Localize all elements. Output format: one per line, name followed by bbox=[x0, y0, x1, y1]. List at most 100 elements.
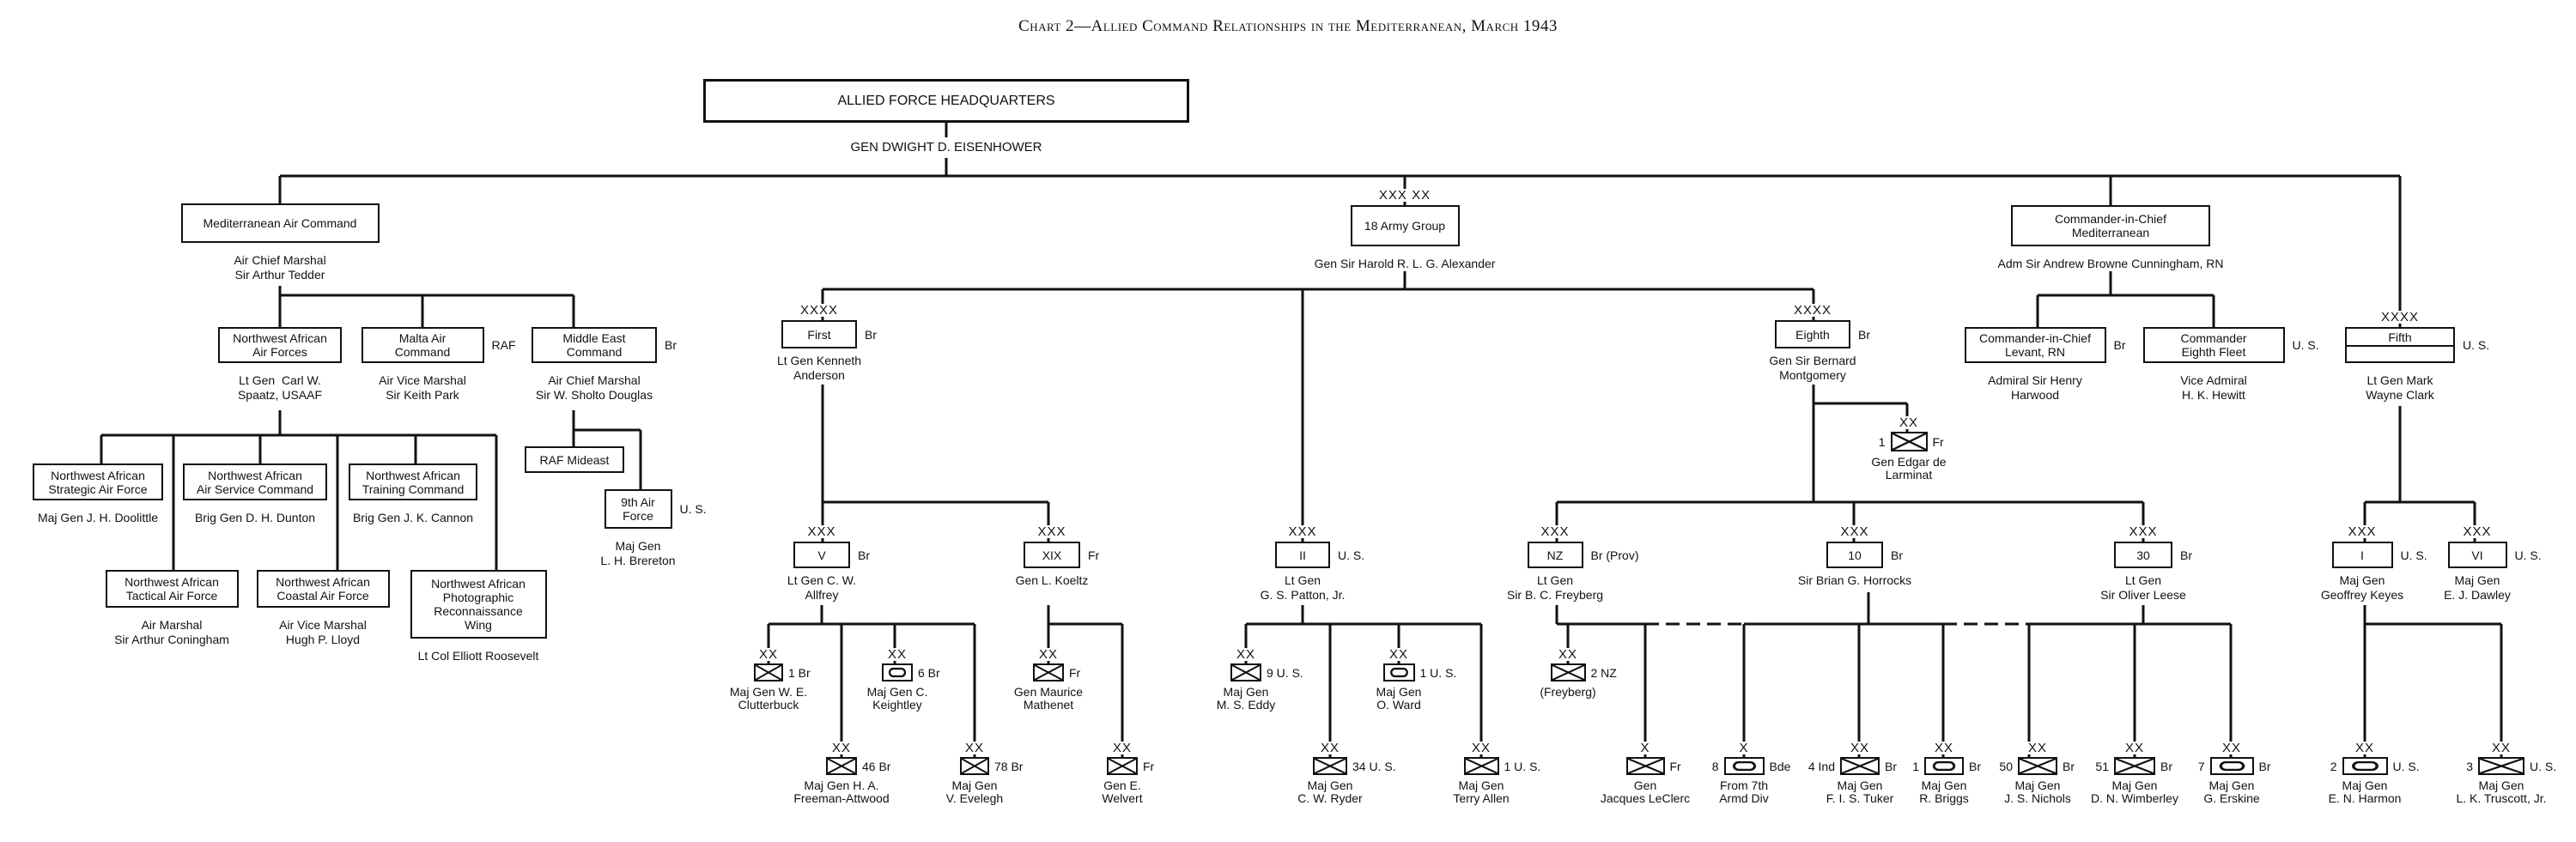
unit-designation: 78 Br bbox=[994, 759, 1024, 773]
infantry-cross-icon bbox=[1035, 665, 1062, 680]
command-name: 18 Army Group bbox=[1364, 219, 1446, 233]
infantry-unit-symbol-d46 bbox=[826, 757, 857, 775]
commander-line: Gen E. bbox=[1103, 778, 1141, 792]
infantry-unit-symbol-d1inf bbox=[1463, 757, 1499, 775]
commander-line: Armd Div bbox=[1719, 791, 1769, 805]
command-name: Commander bbox=[2180, 331, 2247, 345]
command-name: II bbox=[1299, 548, 1306, 562]
command-box-c10: 10 bbox=[1826, 542, 1883, 568]
infantry-cross-icon bbox=[2480, 759, 2523, 773]
command-name: Mediterranean bbox=[2071, 226, 2150, 239]
echelon-symbol: X bbox=[1611, 742, 1680, 754]
command-name: Middle East bbox=[562, 331, 626, 345]
commander-line: Maj Gen bbox=[1921, 778, 1967, 792]
infantry-cross-icon bbox=[2116, 759, 2154, 773]
command-name: XIX bbox=[1042, 548, 1062, 562]
armored-oval-icon bbox=[1389, 667, 1408, 678]
infantry-cross-icon bbox=[1315, 759, 1346, 773]
unit-number: 4 Ind bbox=[1807, 759, 1835, 773]
infantry-cross-icon bbox=[1232, 665, 1260, 680]
nationality-tag: Br bbox=[665, 338, 677, 352]
armored-oval-icon bbox=[1732, 760, 1756, 772]
commander-line: Wayne Clark bbox=[2366, 388, 2434, 402]
echelon-symbol: XX bbox=[1296, 742, 1364, 754]
commander-name: Lt Col Elliott Roosevelt bbox=[341, 649, 616, 663]
commander-line: Spaatz, USAAF bbox=[237, 388, 323, 402]
commander-line: L. K. Truscott, Jr. bbox=[2456, 791, 2547, 805]
command-name: Northwest African bbox=[366, 468, 460, 482]
nationality-tag: U. S. bbox=[2514, 548, 2542, 562]
infantry-unit-symbol-d9us bbox=[1230, 663, 1261, 681]
commander-line: (Freyberg) bbox=[1540, 685, 1596, 699]
unit-designation: Br bbox=[1885, 759, 1897, 773]
commander-line: Hugh P. Lloyd bbox=[285, 633, 361, 646]
commander-line: Maj Gen bbox=[2014, 778, 2061, 792]
command-name: 9th Air bbox=[621, 495, 655, 509]
echelon-symbol: XXX bbox=[2109, 525, 2178, 538]
unit-designation: Fr bbox=[1932, 434, 1944, 449]
commander-line: Brig Gen J. K. Cannon bbox=[352, 511, 474, 524]
unit-designation: 2 NZ bbox=[1590, 665, 1617, 680]
command-box-cvi: VI bbox=[2447, 542, 2507, 568]
commander-line: Sir B. C. Freyberg bbox=[1506, 588, 1604, 602]
command-name: Training Command bbox=[361, 482, 465, 496]
commander-line: Maj Gen J. H. Doolittle bbox=[37, 511, 159, 524]
commander-line: Vice Admiral bbox=[2180, 373, 2247, 387]
unit-designation: Bde bbox=[1769, 759, 1791, 773]
command-name: Coastal Air Force bbox=[276, 589, 369, 603]
echelon-symbol: XX bbox=[1874, 416, 1943, 429]
command-name: Malta Air bbox=[398, 331, 447, 345]
commander-line: Terry Allen bbox=[1453, 791, 1510, 805]
commander-name: Adm Sir Andrew Browne Cunningham, RN bbox=[1973, 257, 2248, 271]
command-name: Northwest African bbox=[51, 468, 145, 482]
commander-line: Harwood bbox=[2010, 388, 2060, 402]
commander-line: Air Marshal bbox=[141, 618, 203, 632]
nationality-tag: Fr bbox=[1088, 548, 1100, 562]
echelon-symbol: XX bbox=[807, 742, 876, 754]
command-box-c30: 30 bbox=[2114, 542, 2172, 568]
infantry-unit-symbol-dmath bbox=[1033, 663, 1064, 681]
commander-line: V. Evelegh bbox=[945, 791, 1004, 805]
commander-name: Lt Gen C. W.Allfrey bbox=[684, 573, 959, 603]
infantry-unit-symbol-d1br bbox=[754, 663, 783, 681]
command-box-fifth: Fifth bbox=[2345, 327, 2455, 363]
nationality-tag: Br bbox=[1891, 548, 1903, 562]
commander-line: Maj Gen bbox=[2339, 573, 2385, 587]
unit-number: 50 bbox=[1999, 759, 2013, 773]
command-name: Commander-in-Chief bbox=[1979, 331, 2091, 345]
commander-line: Sir Brian G. Horrocks bbox=[1797, 573, 1912, 587]
unit-designation: Br bbox=[2063, 759, 2075, 773]
box-divider bbox=[2347, 345, 2453, 347]
unit-number: 2 bbox=[2330, 759, 2337, 773]
commander-line: Lt Gen C. W. bbox=[787, 573, 857, 587]
echelon-symbol: XXX bbox=[1018, 525, 1086, 538]
commander-line: Sir Arthur Tedder bbox=[234, 268, 325, 282]
nationality-tag: U. S. bbox=[2463, 338, 2490, 352]
infantry-cross-icon bbox=[1627, 759, 1663, 773]
nationality-tag: Br bbox=[865, 327, 877, 342]
command-name: Northwest African bbox=[431, 577, 526, 591]
command-name: Eighth Fleet bbox=[2181, 345, 2246, 359]
command-name: RAF Mideast bbox=[539, 452, 610, 467]
chart-title: Chart 2—Allied Command Relationships in … bbox=[1018, 17, 1558, 35]
command-name: V bbox=[817, 548, 826, 562]
commander-name: Maj Gen H. A.Freeman-Attwood bbox=[704, 779, 979, 805]
commander-line: Maj Gen W. E. bbox=[729, 685, 808, 699]
command-box-ag18: 18 Army Group bbox=[1350, 205, 1460, 246]
commander-line: Geoffrey Keyes bbox=[2320, 588, 2404, 602]
unit-designation: Fr bbox=[1143, 759, 1155, 773]
